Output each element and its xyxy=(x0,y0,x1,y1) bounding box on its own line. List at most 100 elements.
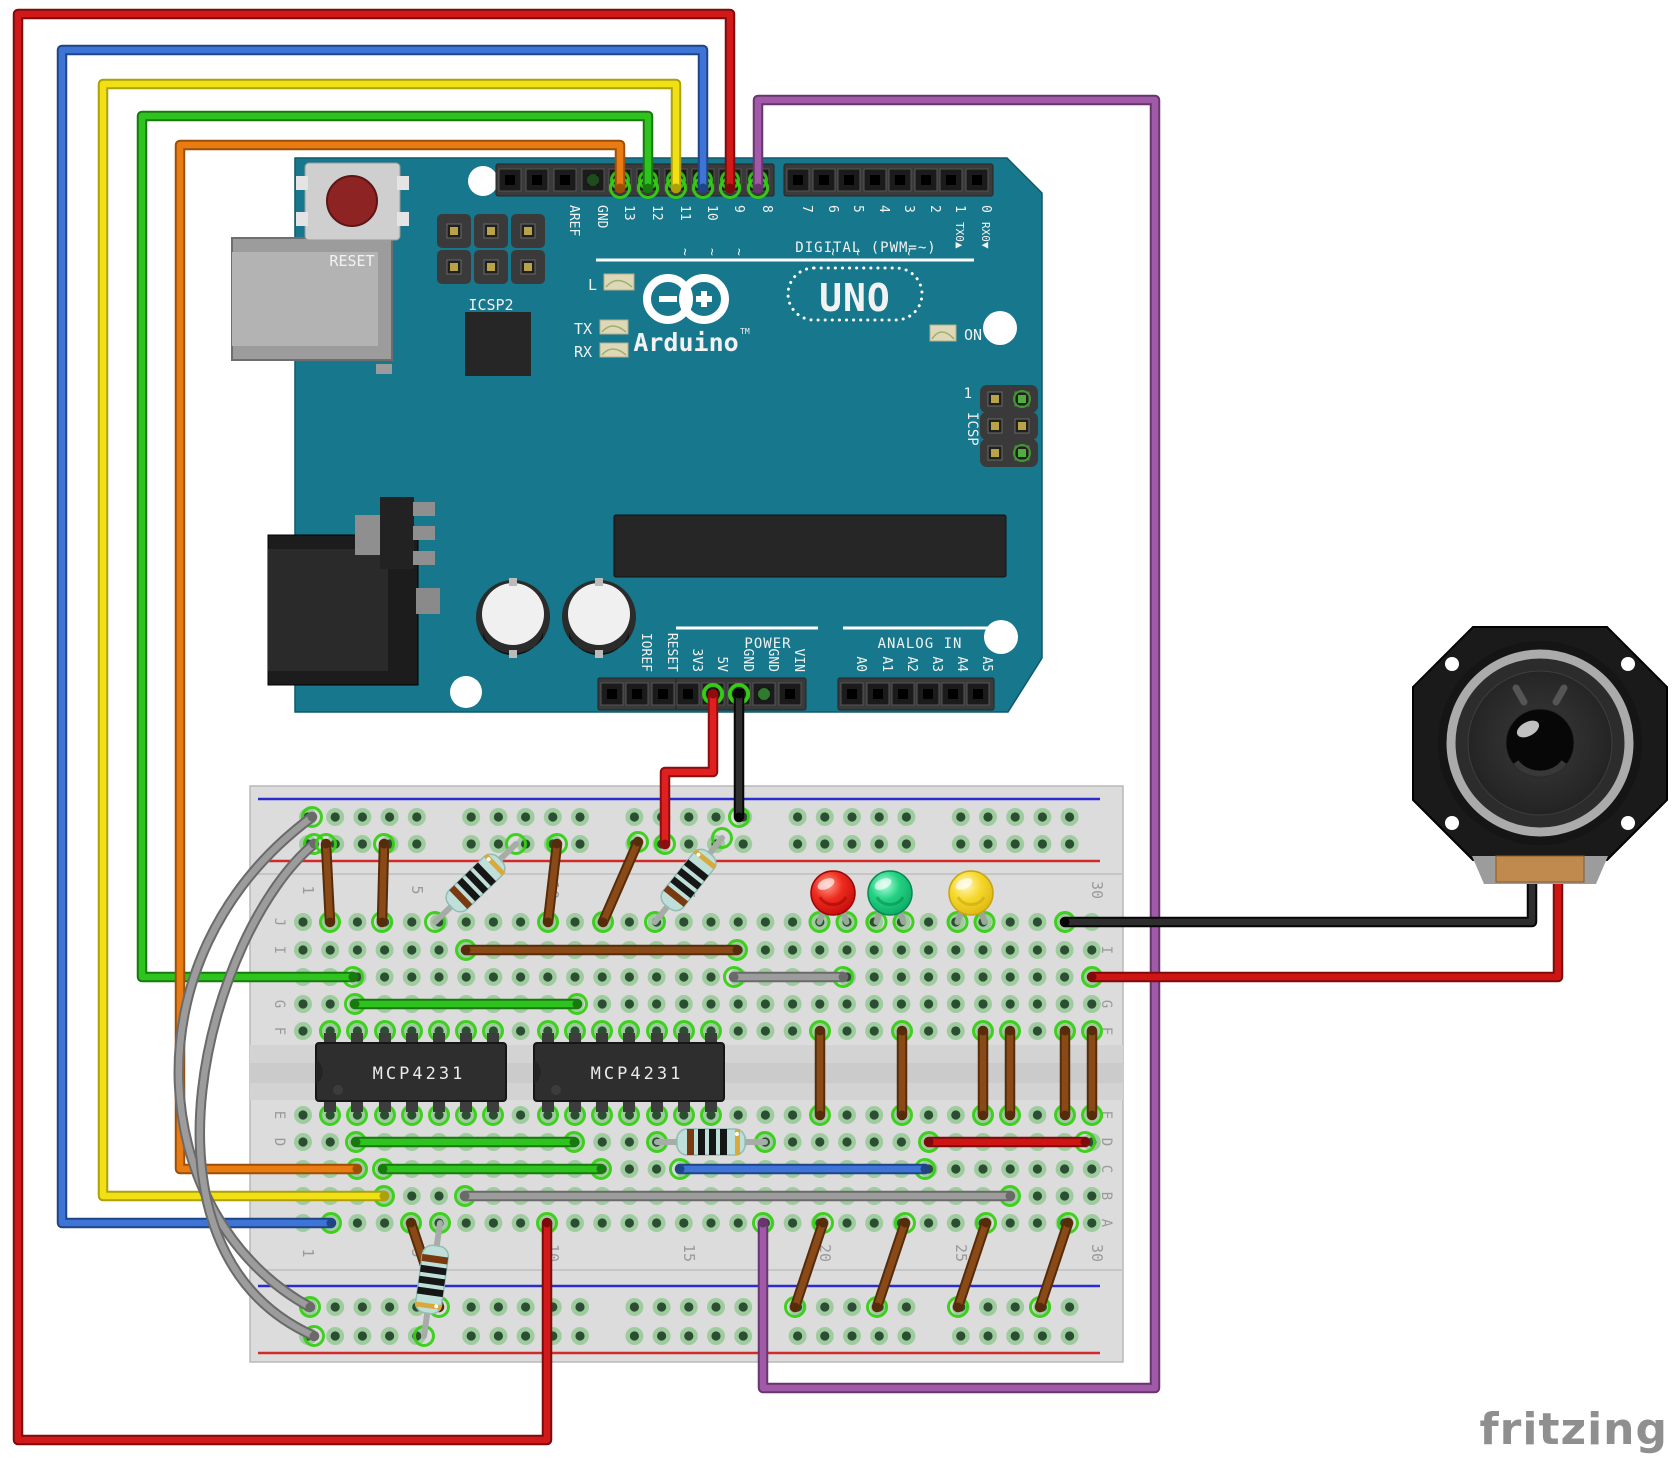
speaker[interactable] xyxy=(1412,626,1668,884)
pin-label: A4 xyxy=(954,656,969,672)
led-red[interactable] xyxy=(810,870,856,925)
jumper-brown-rail-1[interactable] xyxy=(791,1219,827,1311)
pin-label: GND xyxy=(594,205,609,229)
pin-label: AREF xyxy=(566,205,581,236)
wire-gray-arc-1[interactable] xyxy=(175,813,316,1311)
breadboard-hole-center xyxy=(385,812,395,822)
pin-label: 7 xyxy=(799,205,814,213)
jumper-brown-FE-5-end xyxy=(1060,1110,1070,1120)
wire-purple-pin8[interactable] xyxy=(754,96,1159,1392)
breadboard-hole-center xyxy=(493,1331,503,1341)
led-green[interactable] xyxy=(867,870,913,925)
breadboard-hole-center xyxy=(1060,1191,1070,1201)
wire-5v[interactable] xyxy=(661,690,717,848)
pwm-mark: ~ xyxy=(704,248,719,256)
breadboard-hole-center xyxy=(357,812,367,822)
breadboard-hole-center xyxy=(820,1302,830,1312)
jumper-brown-rail-4[interactable] xyxy=(1036,1219,1072,1311)
led-tx-glyph xyxy=(601,325,627,333)
breadboard-hole-center xyxy=(624,999,635,1009)
wire-orange-pin13[interactable] xyxy=(176,141,624,1173)
breadboard-hole-center xyxy=(657,1302,667,1312)
wire-purple-pin8-end xyxy=(758,1218,768,1228)
led-yellow[interactable] xyxy=(948,870,994,925)
breadboard-hole-center xyxy=(385,1331,395,1341)
pwm-mark: ~ xyxy=(850,248,865,256)
jumper-brown-1-end xyxy=(321,839,331,849)
jumper-brown-rail-3[interactable] xyxy=(954,1219,990,1311)
mounting-hole xyxy=(984,620,1018,654)
breadboard-hole-center xyxy=(706,1218,716,1228)
breadboard-hole-center xyxy=(896,1137,907,1147)
breadboard-hole-center xyxy=(488,1218,498,1228)
jumper-brown-FE-1-end xyxy=(815,1026,825,1036)
breadboard-hole-center xyxy=(684,1302,694,1312)
header-pin-hole xyxy=(923,689,933,699)
breadboard-hole-center xyxy=(516,972,526,982)
breadboard-hole-center xyxy=(733,999,743,1009)
connection-pad xyxy=(424,911,446,933)
wire-speaker-black[interactable] xyxy=(1061,848,1536,926)
resistor-4[interactable] xyxy=(414,1220,450,1339)
breadboard-hole-center xyxy=(820,812,830,822)
breadboard-hole-center xyxy=(298,945,308,955)
wire-speaker-black-end xyxy=(1060,917,1070,927)
mounting-hole xyxy=(468,166,498,196)
breadboard-hole-center xyxy=(652,999,662,1009)
pin-label: IOREF xyxy=(638,633,653,672)
breadboard-hole-center xyxy=(956,839,966,849)
breadboard-hole-center xyxy=(629,1302,640,1312)
pin-label: 4 xyxy=(876,205,891,213)
led-green-highlight xyxy=(874,878,892,890)
breadboard-hole-center xyxy=(493,839,503,849)
wire-red-rowD-end xyxy=(924,1137,934,1147)
breadboard-hole-center xyxy=(951,1026,961,1036)
jumper-brown-rail-2[interactable] xyxy=(873,1219,909,1311)
jumper-brown-3[interactable] xyxy=(544,840,561,926)
breadboard-hole-center xyxy=(760,1110,771,1120)
pin-sub-label: RX0▼ xyxy=(979,222,992,249)
jumper-brown-2[interactable] xyxy=(378,840,388,926)
wire-green-pin12[interactable] xyxy=(138,112,652,981)
led-red-bulb xyxy=(810,870,856,916)
resistor-1[interactable] xyxy=(432,841,519,925)
reset-button[interactable] xyxy=(326,175,378,227)
wire-gray-arc-2-end xyxy=(309,1331,319,1341)
resistor-band xyxy=(677,867,702,890)
breadboard-row-letter: E xyxy=(271,1111,287,1119)
breadboard-hole-center xyxy=(543,972,553,982)
jumper-brown-FE-1-end xyxy=(815,1110,825,1120)
arduino-uno-board[interactable]: RESET ICSP2 L TX RX Arduino TM UNO xyxy=(231,157,1043,713)
connection-pad xyxy=(301,806,323,828)
wire-green-rowG-end xyxy=(572,999,582,1009)
wire-yellow-pin11[interactable] xyxy=(99,80,680,1200)
jumper-brown-1[interactable] xyxy=(322,840,334,926)
breadboard-hole-center xyxy=(951,1164,961,1174)
breadboard-hole-center xyxy=(652,1164,662,1174)
wire-red-pin9[interactable] xyxy=(14,10,734,1444)
jumper-brown-FE-5-end xyxy=(1060,1026,1070,1036)
chip-mcp4231[interactable]: MCP4231 xyxy=(533,1033,725,1112)
breadboard-hole-center xyxy=(1060,972,1070,982)
breadboard-hole-center xyxy=(330,812,340,822)
jumper-brown-rail-5-end xyxy=(406,1218,416,1228)
breadboard-hole-center xyxy=(325,999,335,1009)
resistor-3[interactable] xyxy=(654,1128,768,1156)
resistor-2[interactable] xyxy=(652,835,725,925)
breadboard-hole-center xyxy=(298,999,308,1009)
breadboard-hole-center xyxy=(624,917,635,927)
pin-label: A3 xyxy=(929,656,944,672)
led-green-reflector xyxy=(875,896,905,906)
wire-gray-arc-1-end xyxy=(307,812,317,822)
wire-blue-pin10[interactable] xyxy=(58,46,707,1227)
breadboard-hole-center xyxy=(330,1331,340,1341)
resistor-band-gold xyxy=(735,1129,740,1155)
jumper-brown-4[interactable] xyxy=(599,838,642,926)
wire-gray-arc-2[interactable] xyxy=(196,840,318,1340)
wire-speaker-red[interactable] xyxy=(1088,848,1562,981)
chip-mcp4231[interactable]: MCP4231 xyxy=(315,1033,507,1112)
breadboard-hole-center xyxy=(924,917,934,927)
breadboard-hole-center xyxy=(738,1302,748,1312)
breadboard-hole-center xyxy=(896,945,907,955)
breadboard-hole-center xyxy=(706,1110,716,1120)
